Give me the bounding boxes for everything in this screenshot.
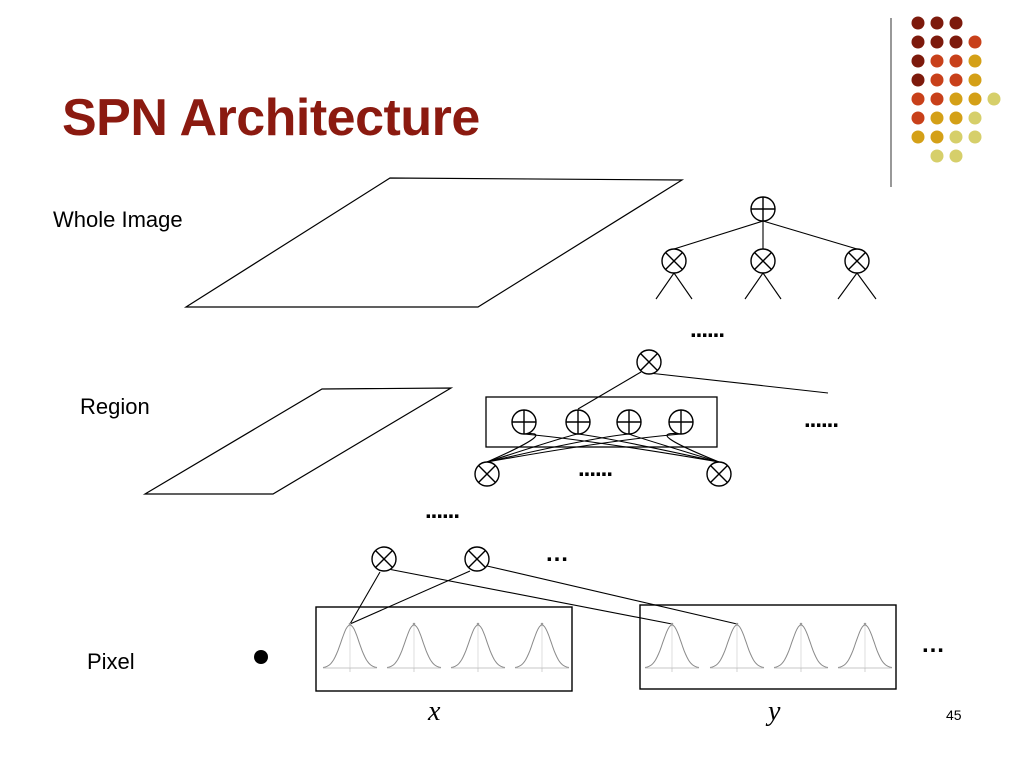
label-pixel: Pixel <box>87 649 135 674</box>
label-region: Region <box>80 394 150 419</box>
variable-y: y <box>768 696 781 727</box>
decor-dot <box>968 92 982 106</box>
page-number: 45 <box>946 707 962 723</box>
region-sum-box <box>485 396 718 448</box>
decor-dot <box>930 149 944 163</box>
decor-dot <box>949 54 963 68</box>
sum-node-icon <box>565 409 591 435</box>
decor-dot <box>930 35 944 49</box>
product-node-icon <box>474 461 500 487</box>
decor-dot <box>930 16 944 30</box>
decor-dot <box>911 16 925 30</box>
pixel-box-x <box>315 606 573 692</box>
label-whole-image: Whole Image <box>53 207 183 232</box>
decor-dot <box>949 111 963 125</box>
sum-node-icon <box>616 409 642 435</box>
pixel-box-y <box>639 604 897 690</box>
decor-dot <box>968 130 982 144</box>
bullet-point <box>254 650 268 664</box>
product-node-icon <box>464 546 490 572</box>
ellipsis-region-right: ...... <box>804 406 839 433</box>
decor-dot <box>949 35 963 49</box>
decor-dot <box>911 92 925 106</box>
decor-dot <box>987 92 1001 106</box>
gaussian-leaves <box>322 622 893 672</box>
decor-dot <box>968 111 982 125</box>
product-node-icon <box>371 546 397 572</box>
gaussian-curve-icon <box>837 622 893 672</box>
decor-dot <box>911 35 925 49</box>
product-node-icon <box>750 248 776 274</box>
gaussian-curve-icon <box>709 622 765 672</box>
region-plane <box>142 387 454 495</box>
product-node-icon <box>636 349 662 375</box>
decor-dot <box>930 54 944 68</box>
region-tree-edges <box>486 371 829 463</box>
slide-title: SPN Architecture <box>62 89 480 147</box>
decor-dot <box>949 92 963 106</box>
decor-dot <box>911 73 925 87</box>
decor-dot <box>968 35 982 49</box>
ellipsis-pixel-boxes: … <box>921 631 945 658</box>
decor-dot <box>949 149 963 163</box>
whole-image-plane <box>183 177 685 308</box>
gaussian-curve-icon <box>644 622 700 672</box>
gaussian-curve-icon <box>514 622 570 672</box>
gaussian-curve-icon <box>322 622 378 672</box>
ellipsis-region-inner: ...... <box>578 455 613 482</box>
ellipsis-pixel-nodes: … <box>545 540 569 567</box>
sum-node-icon <box>668 409 694 435</box>
decor-dot <box>949 16 963 30</box>
sum-node-icon <box>750 196 776 222</box>
gaussian-curve-icon <box>450 622 506 672</box>
decor-dot <box>911 111 925 125</box>
decor-dot <box>949 130 963 144</box>
ellipsis-whole-image: ...... <box>690 316 725 343</box>
pixel-tree-edges <box>349 565 738 625</box>
decor-dot <box>930 130 944 144</box>
ellipsis-between-levels: ...... <box>425 497 460 524</box>
gaussian-curve-icon <box>386 622 442 672</box>
gaussian-curve-icon <box>773 622 829 672</box>
decor-dot <box>930 73 944 87</box>
decor-dot <box>968 73 982 87</box>
product-node-icon <box>706 461 732 487</box>
decor-dot <box>911 54 925 68</box>
decor-dot <box>930 92 944 106</box>
sum-node-icon <box>511 409 537 435</box>
variable-x: x <box>428 696 441 727</box>
whole-image-tree-edges <box>655 220 877 300</box>
decor-dot <box>911 130 925 144</box>
product-node-icon <box>661 248 687 274</box>
product-node-icon <box>844 248 870 274</box>
spn-nodes <box>371 196 870 572</box>
decor-dot <box>968 54 982 68</box>
decor-dot <box>930 111 944 125</box>
decor-dot <box>949 73 963 87</box>
